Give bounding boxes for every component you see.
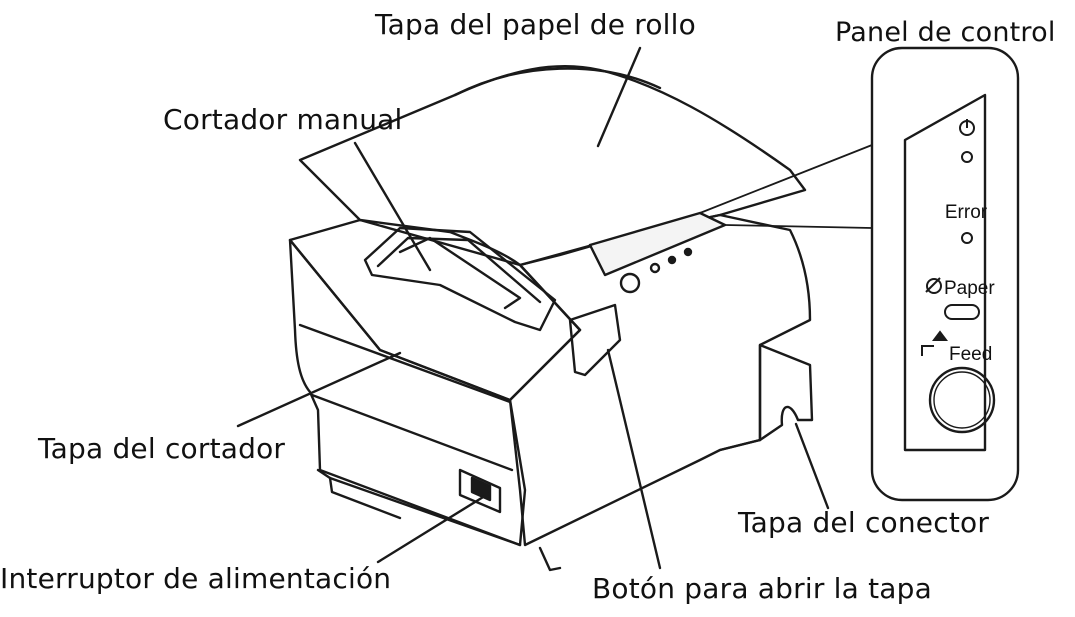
paper-roll-icon — [925, 277, 942, 294]
paper-label: Paper — [944, 278, 995, 299]
power-switch-shape — [458, 468, 502, 514]
control-panel-contents — [921, 119, 996, 434]
label-control-panel: Panel de control — [835, 17, 1056, 48]
feed-button[interactable] — [928, 366, 996, 434]
manual-cutter-shape — [363, 226, 557, 332]
error-label: Error — [945, 202, 988, 223]
cover-open-button-shape — [568, 303, 622, 377]
label-cover-open-button: Botón para abrir la tapa — [592, 572, 932, 605]
control-panel-frame — [870, 46, 1020, 502]
leader-roll-paper-cover — [596, 46, 642, 148]
label-cutter-cover: Tapa del cortador — [38, 432, 286, 465]
feed-icon — [921, 330, 948, 356]
label-roll-paper-cover: Tapa del papel de rollo — [375, 8, 696, 41]
leader-connector-cover — [794, 422, 830, 510]
label-power-switch: Interruptor de alimentación — [0, 562, 392, 595]
leader-power-switch — [376, 492, 490, 564]
power-led — [961, 151, 973, 163]
roll-paper-cover-shape — [298, 65, 807, 267]
feed-label: Feed — [949, 344, 992, 365]
power-icon — [959, 119, 975, 136]
printer-front-body — [288, 238, 527, 547]
leader-manual-cutter — [353, 141, 432, 272]
error-led — [961, 232, 973, 244]
label-connector-cover: Tapa del conector — [738, 506, 990, 539]
paper-led — [944, 304, 980, 320]
label-manual-cutter: Cortador manual — [163, 103, 403, 136]
connector-cover-shape — [758, 343, 814, 442]
printer-right-side — [508, 213, 812, 547]
leader-cover-open-button — [606, 348, 662, 570]
leader-cutter-cover — [236, 351, 402, 428]
